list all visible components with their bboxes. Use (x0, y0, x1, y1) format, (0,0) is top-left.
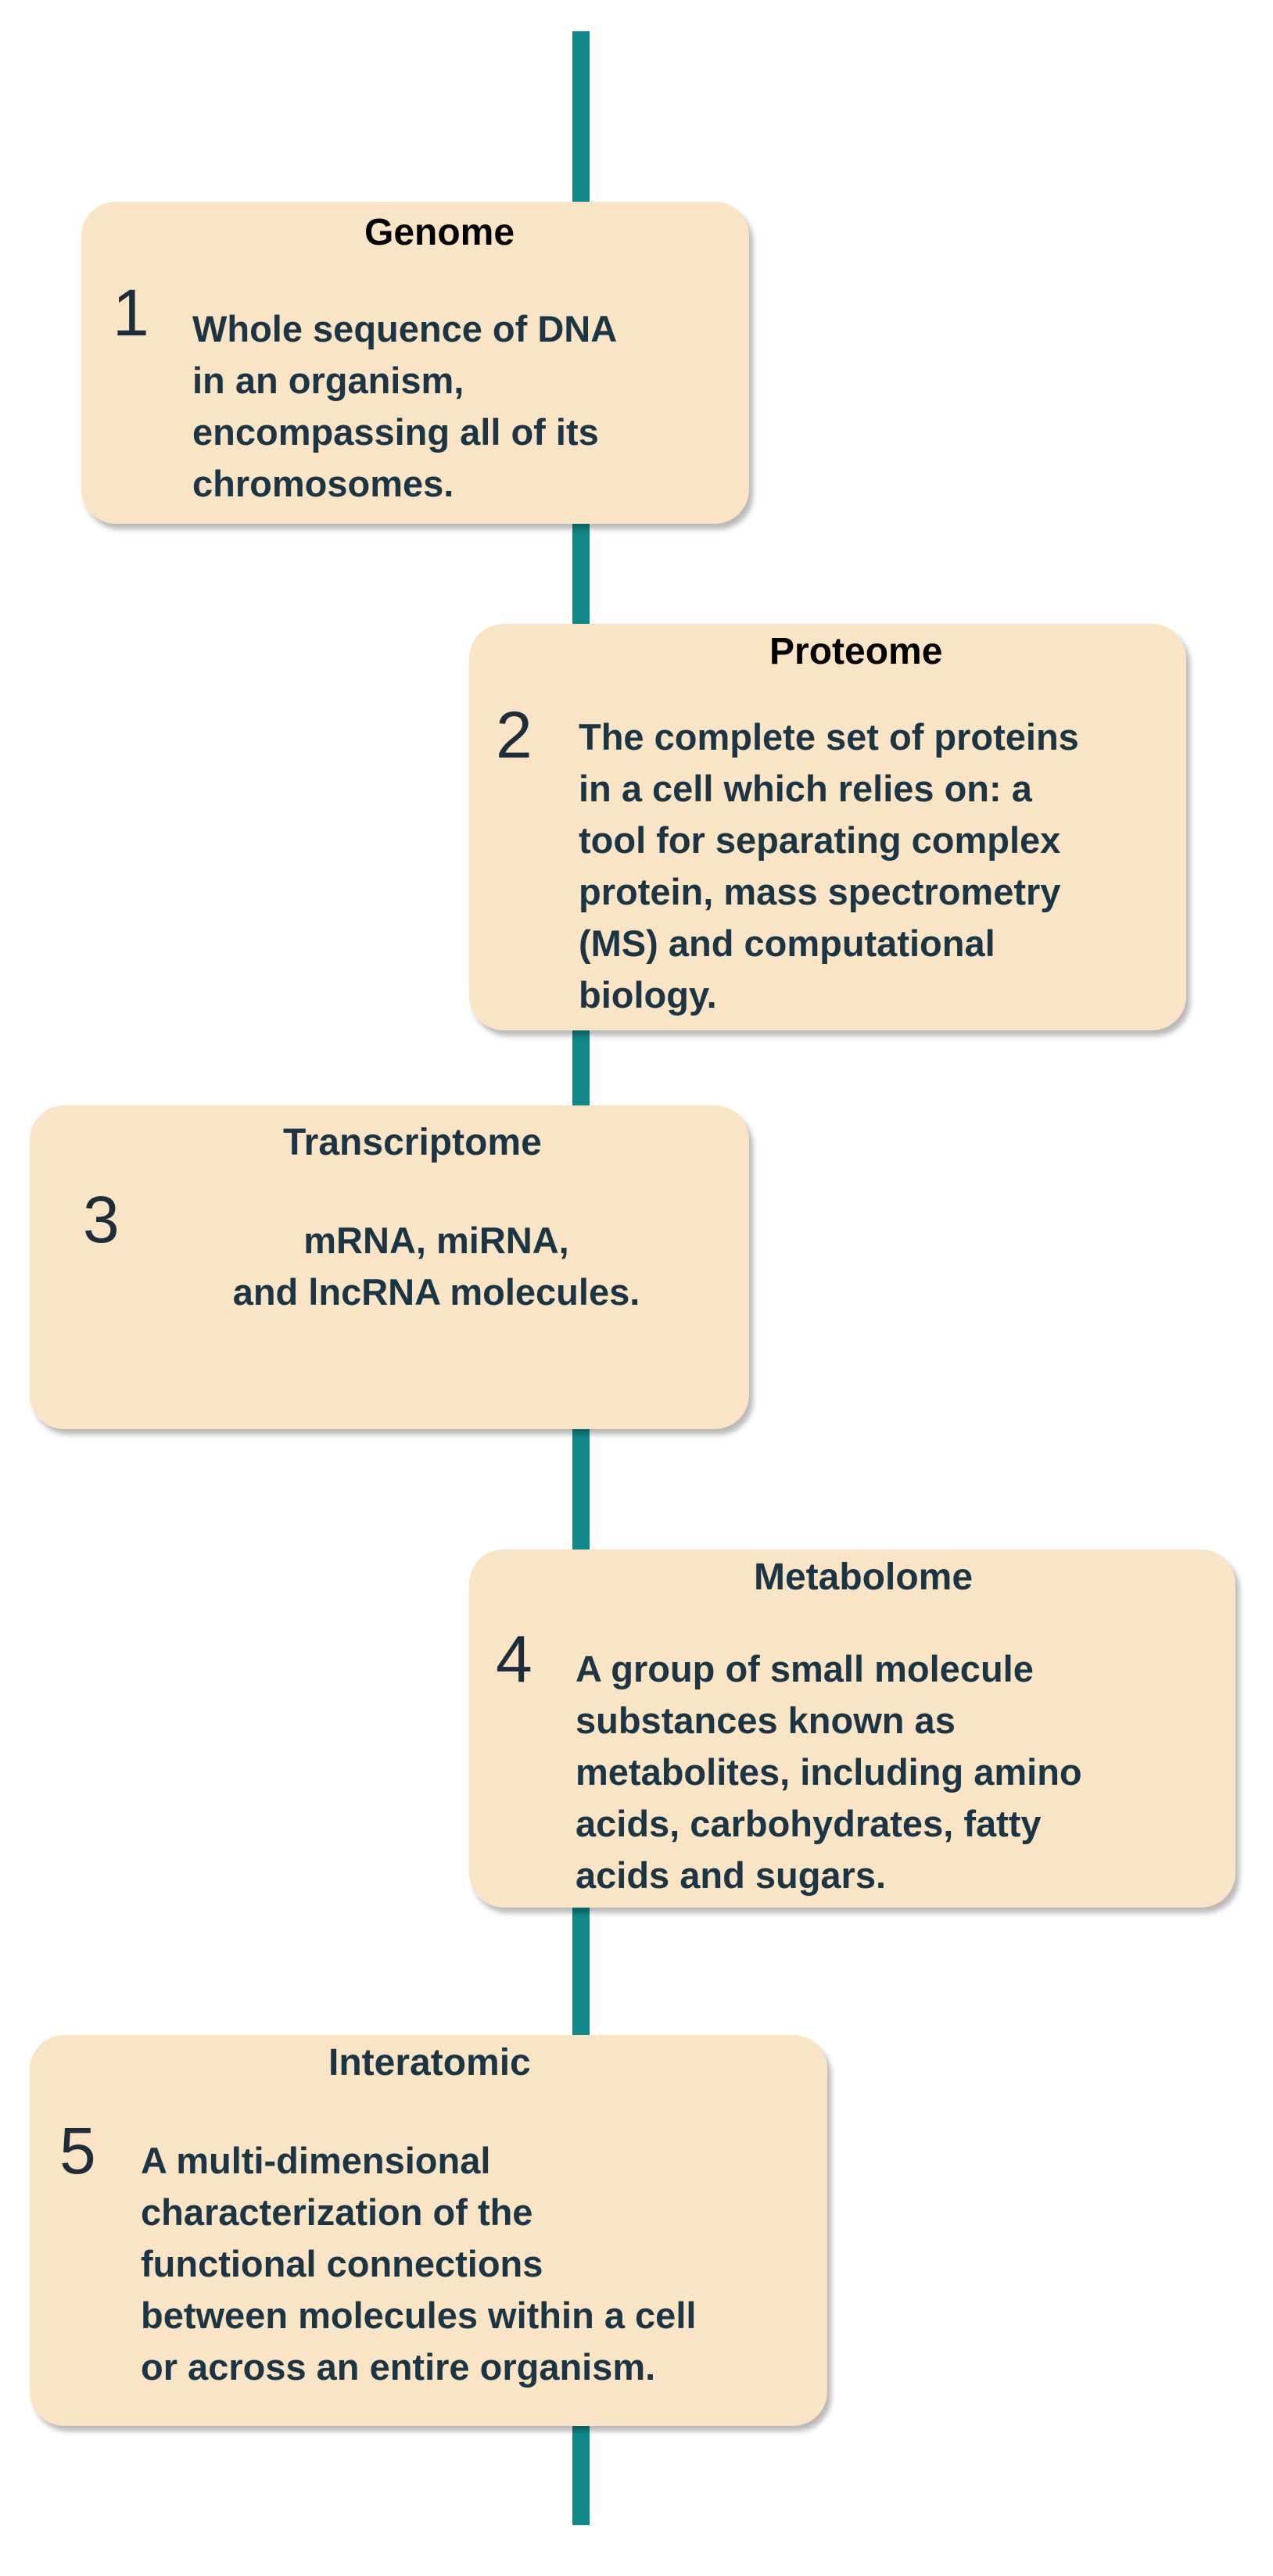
card-number: 1 (113, 276, 149, 349)
card-number: 5 (59, 2114, 96, 2187)
omics-card-interatomic: Interatomic 5 A multi-dimensional charac… (30, 2035, 827, 2426)
card-title: Proteome (769, 631, 943, 672)
card-description: mRNA, miRNA, and lncRNA molecules. (232, 1220, 640, 1313)
card-number: 4 (496, 1622, 533, 1696)
card-description: A multi-dimensional characterization of … (141, 2140, 697, 2388)
omics-card-proteome: Proteome 2 The complete set of proteins … (469, 624, 1186, 1030)
card-number: 3 (83, 1183, 120, 1256)
omics-card-transcriptome: Transcriptome 3 mRNA, miRNA, and lncRNA … (30, 1105, 749, 1429)
card-title: Genome (364, 212, 515, 253)
card-description: Whole sequence of DNA in an organism, en… (192, 308, 618, 504)
card-title: Metabolome (754, 1557, 974, 1598)
omics-card-metabolome: Metabolome 4 A group of small molecule s… (469, 1550, 1235, 1908)
omics-card-genome: Genome 1 Whole sequence of DNA in an org… (81, 202, 749, 524)
card-description: A group of small molecule substances kno… (576, 1648, 1082, 1896)
card-description: The complete set of proteins in a cell w… (579, 716, 1079, 1016)
card-number: 2 (496, 698, 533, 772)
card-title: Transcriptome (283, 1122, 542, 1163)
card-title: Interatomic (328, 2042, 531, 2083)
